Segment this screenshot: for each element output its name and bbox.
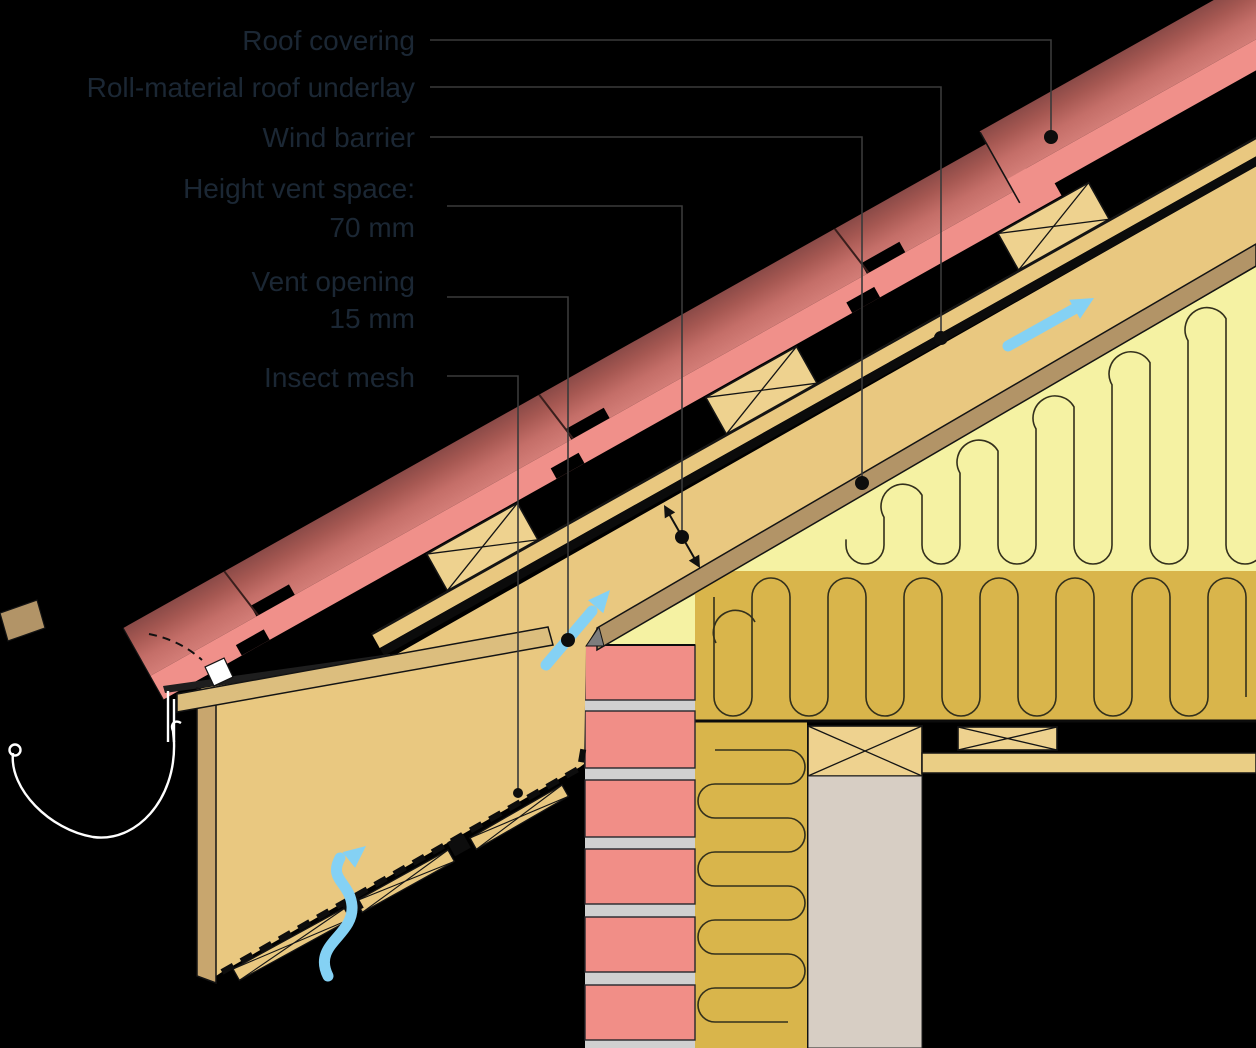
- soffit-vent-boards: [232, 784, 570, 982]
- leader-wind-barrier: [430, 136, 863, 483]
- leader-roof-underlay: [430, 86, 942, 338]
- label-vent-space-line2: 70 mm: [329, 212, 415, 243]
- roof-assembly: [122, 0, 1256, 700]
- fascia-board: [196, 686, 217, 985]
- tile-step: [250, 584, 295, 617]
- board-end-piece: [0, 599, 46, 642]
- brick: [584, 984, 696, 1041]
- insulation-hatch: [845, 306, 1256, 565]
- label-wind-barrier: Wind barrier: [263, 122, 415, 153]
- brick: [584, 779, 696, 838]
- tile-seam-line: [223, 570, 259, 616]
- eave-top-board: [176, 626, 554, 713]
- labels: Roof covering Roll-material roof underla…: [87, 25, 415, 393]
- dot-vent-opening: [561, 633, 575, 647]
- label-vent-opening-line2: 15 mm: [329, 303, 415, 334]
- leader-vent-opening: [447, 296, 569, 640]
- label-insect-mesh: Insect mesh: [264, 362, 415, 393]
- roof-sheathing: [371, 0, 1256, 649]
- eave-batten-white: [204, 657, 234, 687]
- airflow-arrow-upper: [1002, 302, 1082, 352]
- roof-covering-upper-course: [979, 0, 1256, 180]
- brick: [584, 710, 696, 769]
- insulation-hatch: [697, 749, 806, 1023]
- wall-stud-section: [807, 725, 923, 777]
- brick-wall: [584, 644, 696, 1048]
- wall-plate-triangle: [585, 625, 605, 647]
- gutter-bowl: [11, 720, 182, 839]
- leader-roof-covering: [430, 39, 1052, 137]
- dot-roof-underlay: [934, 331, 948, 345]
- batten-block: [447, 833, 471, 857]
- gutter-bead: [8, 743, 22, 757]
- dot-wind-barrier: [855, 476, 869, 490]
- leader-vent-space: [447, 205, 683, 537]
- ceiling-batten-section: [957, 726, 1058, 751]
- dot-insect-mesh: [513, 788, 523, 798]
- airflow-arrow-soffit: [318, 852, 358, 982]
- tile-eave-edge: [122, 627, 164, 700]
- tile-notch: [235, 629, 270, 656]
- insulation-ceiling: [695, 571, 1256, 722]
- brick: [584, 848, 696, 905]
- dot-roof-covering: [1044, 130, 1058, 144]
- leader-lines: [430, 39, 1052, 793]
- brick: [584, 916, 696, 973]
- tile-strip-lower: [150, 171, 1062, 700]
- ceiling-board: [921, 752, 1256, 774]
- airflow-arrowhead-upper: [1069, 298, 1094, 319]
- interior-finish: [807, 775, 923, 1048]
- airflow-arrowhead-vent-opening: [588, 590, 610, 614]
- tile-step: [861, 241, 906, 274]
- leader-dots: [513, 130, 1058, 798]
- tile-step: [565, 407, 610, 440]
- tile-notch: [846, 286, 881, 313]
- label-vent-opening-line1: Vent opening: [252, 266, 416, 297]
- sheathing-edge: [371, 0, 1256, 636]
- brick: [584, 644, 696, 701]
- label-vent-space-line1: Height vent space:: [183, 173, 415, 204]
- insulation-hatch-arc: [712, 609, 756, 644]
- insulation-hatch: [713, 577, 1247, 717]
- tile-battens: [425, 181, 1111, 592]
- tile-strip-lower-upper-course: [1006, 0, 1256, 203]
- tile-seam-line: [833, 228, 870, 274]
- tile-profile-dashed-arc: [148, 633, 203, 661]
- gutter: [8, 691, 182, 839]
- label-roof-covering: Roof covering: [242, 25, 415, 56]
- dot-vent-space: [675, 530, 689, 544]
- roof-covering-tiles: [123, 132, 1033, 677]
- insulation-wall: [695, 721, 807, 1048]
- tile-course-joint: [979, 131, 1021, 204]
- leader-insect-mesh: [447, 375, 519, 793]
- vent-cavity-and-soffit: [197, 166, 1256, 976]
- roof-underlay-membrane: [379, 0, 1256, 656]
- label-roof-underlay: Roll-material roof underlay: [87, 72, 415, 103]
- airflow-arrowhead-soffit: [342, 846, 366, 868]
